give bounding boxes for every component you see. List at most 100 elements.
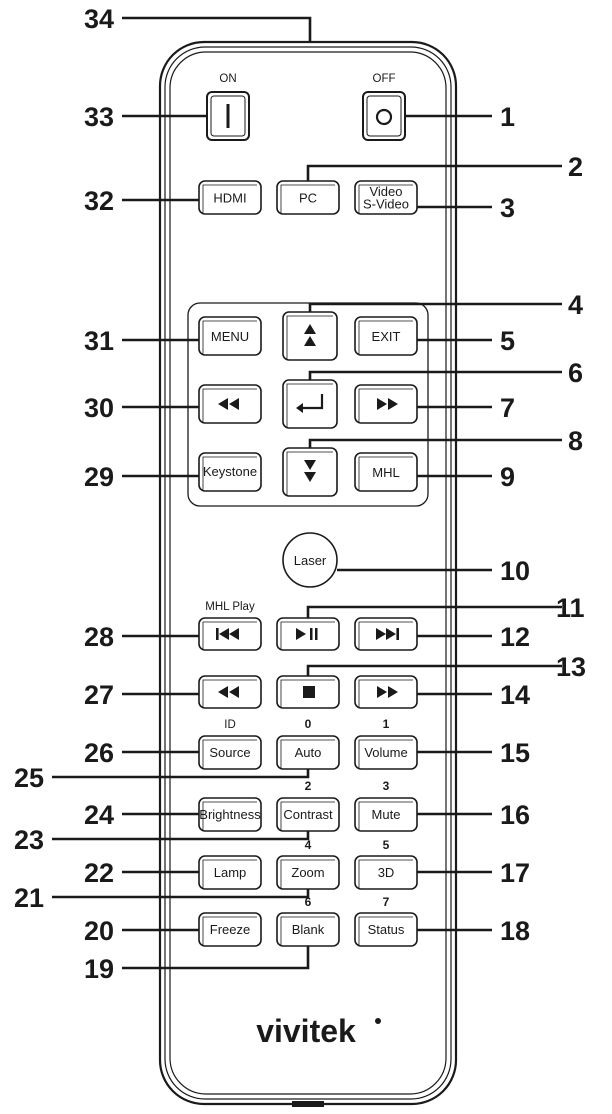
num-5-label: 5 bbox=[383, 838, 390, 852]
lamp-label: Lamp bbox=[214, 865, 247, 880]
brand-dot bbox=[375, 1018, 381, 1024]
leader-4 bbox=[308, 302, 562, 312]
power-off-glyph bbox=[375, 108, 393, 126]
callout-17: 17 bbox=[500, 858, 530, 888]
callout-32: 32 bbox=[84, 186, 114, 216]
menu-button[interactable] bbox=[198, 316, 262, 356]
left-arrow-icon bbox=[218, 398, 239, 410]
leader-23 bbox=[52, 831, 310, 841]
callout-3: 3 bbox=[500, 193, 515, 223]
exit-button[interactable] bbox=[354, 316, 418, 356]
blank-label: Blank bbox=[292, 922, 325, 937]
on-label: ON bbox=[219, 73, 236, 85]
power-on-glyph bbox=[226, 104, 230, 128]
leader-11 bbox=[306, 605, 562, 618]
callout-6: 6 bbox=[568, 358, 583, 388]
prev-track-icon bbox=[216, 628, 239, 640]
leader-25 bbox=[52, 769, 310, 779]
callout-2: 2 bbox=[568, 152, 583, 182]
mhl-label: MHL bbox=[372, 465, 399, 480]
callout-4: 4 bbox=[568, 290, 583, 320]
exit-label: EXIT bbox=[372, 329, 401, 344]
id-label: ID bbox=[224, 719, 236, 731]
callout-19: 19 bbox=[84, 954, 114, 984]
leader-2 bbox=[306, 164, 562, 181]
callout-15: 15 bbox=[500, 738, 530, 768]
num-2-label: 2 bbox=[305, 779, 312, 793]
play-pause-icon bbox=[296, 628, 318, 640]
num-6-label: 6 bbox=[305, 895, 312, 909]
callout-25: 25 bbox=[14, 763, 44, 793]
3d-label: 3D bbox=[378, 865, 395, 880]
brand-logo: vivitek bbox=[256, 1013, 356, 1049]
callout-13: 13 bbox=[556, 652, 586, 682]
status-label: Status bbox=[368, 922, 405, 937]
enter-button[interactable] bbox=[282, 379, 338, 429]
laser-button[interactable] bbox=[282, 532, 338, 588]
mhl-play-label: MHL Play bbox=[205, 601, 255, 613]
fast-forward-icon bbox=[377, 686, 398, 698]
volume-label: Volume bbox=[364, 745, 407, 760]
auto-label: Auto bbox=[295, 745, 322, 760]
callout-26: 26 bbox=[84, 738, 114, 768]
num-3-label: 3 bbox=[383, 779, 390, 793]
video-button[interactable] bbox=[354, 180, 418, 215]
leader-19 bbox=[122, 946, 310, 970]
leader-21 bbox=[52, 889, 310, 899]
enter-icon bbox=[302, 394, 324, 410]
rewind-icon bbox=[218, 686, 239, 698]
callout-21: 21 bbox=[14, 883, 44, 913]
num-1-label: 1 bbox=[383, 717, 390, 731]
num-0-label: 0 bbox=[305, 717, 312, 731]
num-4-label: 4 bbox=[305, 838, 312, 852]
callout-30: 30 bbox=[84, 393, 114, 423]
keystone-label: Keystone bbox=[203, 464, 257, 479]
callout-29: 29 bbox=[84, 462, 114, 492]
menu-label: MENU bbox=[211, 329, 249, 344]
callout-24: 24 bbox=[84, 800, 114, 830]
callout-23: 23 bbox=[14, 825, 44, 855]
next-track-icon bbox=[376, 628, 399, 640]
callout-27: 27 bbox=[84, 680, 114, 710]
leader-6 bbox=[308, 370, 562, 380]
leader-13 bbox=[306, 664, 562, 676]
source-label: Source bbox=[209, 745, 250, 760]
brightness-label: Brightness bbox=[199, 807, 261, 822]
nav-cluster-frame bbox=[187, 302, 429, 507]
callout-31: 31 bbox=[84, 326, 114, 356]
contrast-label: Contrast bbox=[283, 807, 333, 822]
callout-7: 7 bbox=[500, 393, 515, 423]
up-arrow-icon bbox=[304, 324, 316, 346]
laser-label: Laser bbox=[294, 553, 327, 568]
callout-1: 1 bbox=[500, 102, 515, 132]
callout-28: 28 bbox=[84, 622, 114, 652]
mhl-button[interactable] bbox=[354, 452, 418, 492]
callout-11: 11 bbox=[556, 593, 585, 623]
play-pause-button[interactable] bbox=[276, 617, 340, 651]
right-arrow-icon bbox=[377, 398, 398, 410]
keystone-button[interactable] bbox=[198, 452, 262, 492]
hdmi-button[interactable] bbox=[198, 180, 262, 215]
callout-5: 5 bbox=[500, 326, 515, 356]
freeze-label: Freeze bbox=[210, 922, 250, 937]
hdmi-label: HDMI bbox=[213, 191, 246, 206]
zoom-label: Zoom bbox=[291, 865, 324, 880]
mute-label: Mute bbox=[372, 807, 401, 822]
callout-10: 10 bbox=[500, 556, 530, 586]
leader-8 bbox=[308, 438, 562, 448]
callout-8: 8 bbox=[568, 426, 583, 456]
pc-label: PC bbox=[299, 191, 317, 206]
callout-14: 14 bbox=[500, 680, 530, 710]
callout-18: 18 bbox=[500, 916, 530, 946]
callout-34: 34 bbox=[84, 4, 114, 34]
power-off-button[interactable] bbox=[362, 91, 406, 141]
stop-icon bbox=[303, 686, 315, 698]
num-7-label: 7 bbox=[383, 895, 390, 909]
callout-16: 16 bbox=[500, 800, 530, 830]
callout-12: 12 bbox=[500, 622, 530, 652]
callout-33: 33 bbox=[84, 102, 114, 132]
down-arrow-icon bbox=[304, 460, 316, 482]
leader-34 bbox=[122, 16, 312, 42]
svideo-label: S-Video bbox=[363, 197, 409, 212]
